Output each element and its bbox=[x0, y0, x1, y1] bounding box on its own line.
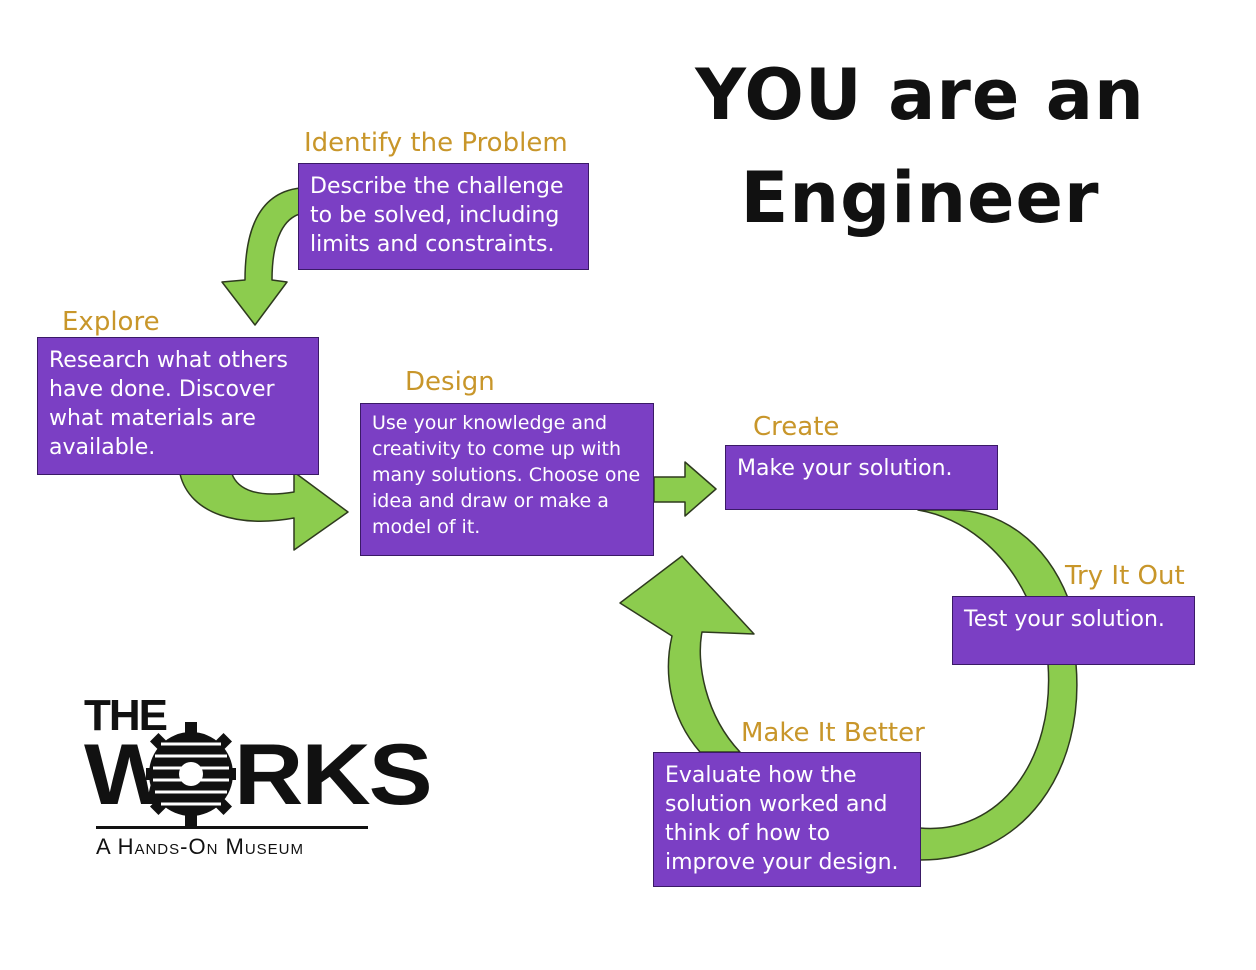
arrow-try-to-better bbox=[919, 663, 1078, 861]
logo-divider bbox=[96, 826, 368, 829]
step-label-identify: Identify the Problem bbox=[304, 128, 568, 158]
step-box-try: Test your solution. bbox=[952, 596, 1195, 665]
step-label-design: Design bbox=[405, 367, 495, 397]
logo-the: THE bbox=[84, 691, 168, 740]
arrow-identify-to-explore bbox=[221, 187, 301, 326]
step-box-identify: Describe the challenge to be solved, inc… bbox=[298, 163, 589, 270]
step-box-better: Evaluate how the solution worked and thi… bbox=[653, 752, 921, 887]
step-label-try: Try It Out bbox=[1065, 561, 1185, 591]
step-label-create: Create bbox=[753, 412, 840, 442]
arrow-design-to-create bbox=[653, 461, 717, 517]
step-label-explore: Explore bbox=[62, 307, 160, 337]
step-label-better: Make It Better bbox=[741, 718, 925, 748]
logo-rks: RKS bbox=[234, 726, 433, 823]
gear-icon bbox=[146, 722, 236, 826]
arrow-better-to-design bbox=[619, 555, 755, 753]
page-title-line-2: Engineer bbox=[740, 157, 1100, 239]
logo-tagline: A Hands-On Museum bbox=[96, 834, 305, 859]
step-box-explore: Research what others have done. Discover… bbox=[37, 337, 319, 475]
page-title-line-1: YOU are an bbox=[695, 54, 1145, 136]
arrow-create-to-try bbox=[917, 509, 1069, 599]
arrow-explore-to-design bbox=[179, 471, 349, 551]
step-box-create: Make your solution. bbox=[725, 445, 998, 510]
the-works-logo: THE W RKS bbox=[84, 691, 433, 864]
step-box-design: Use your knowledge and creativity to com… bbox=[360, 403, 654, 556]
